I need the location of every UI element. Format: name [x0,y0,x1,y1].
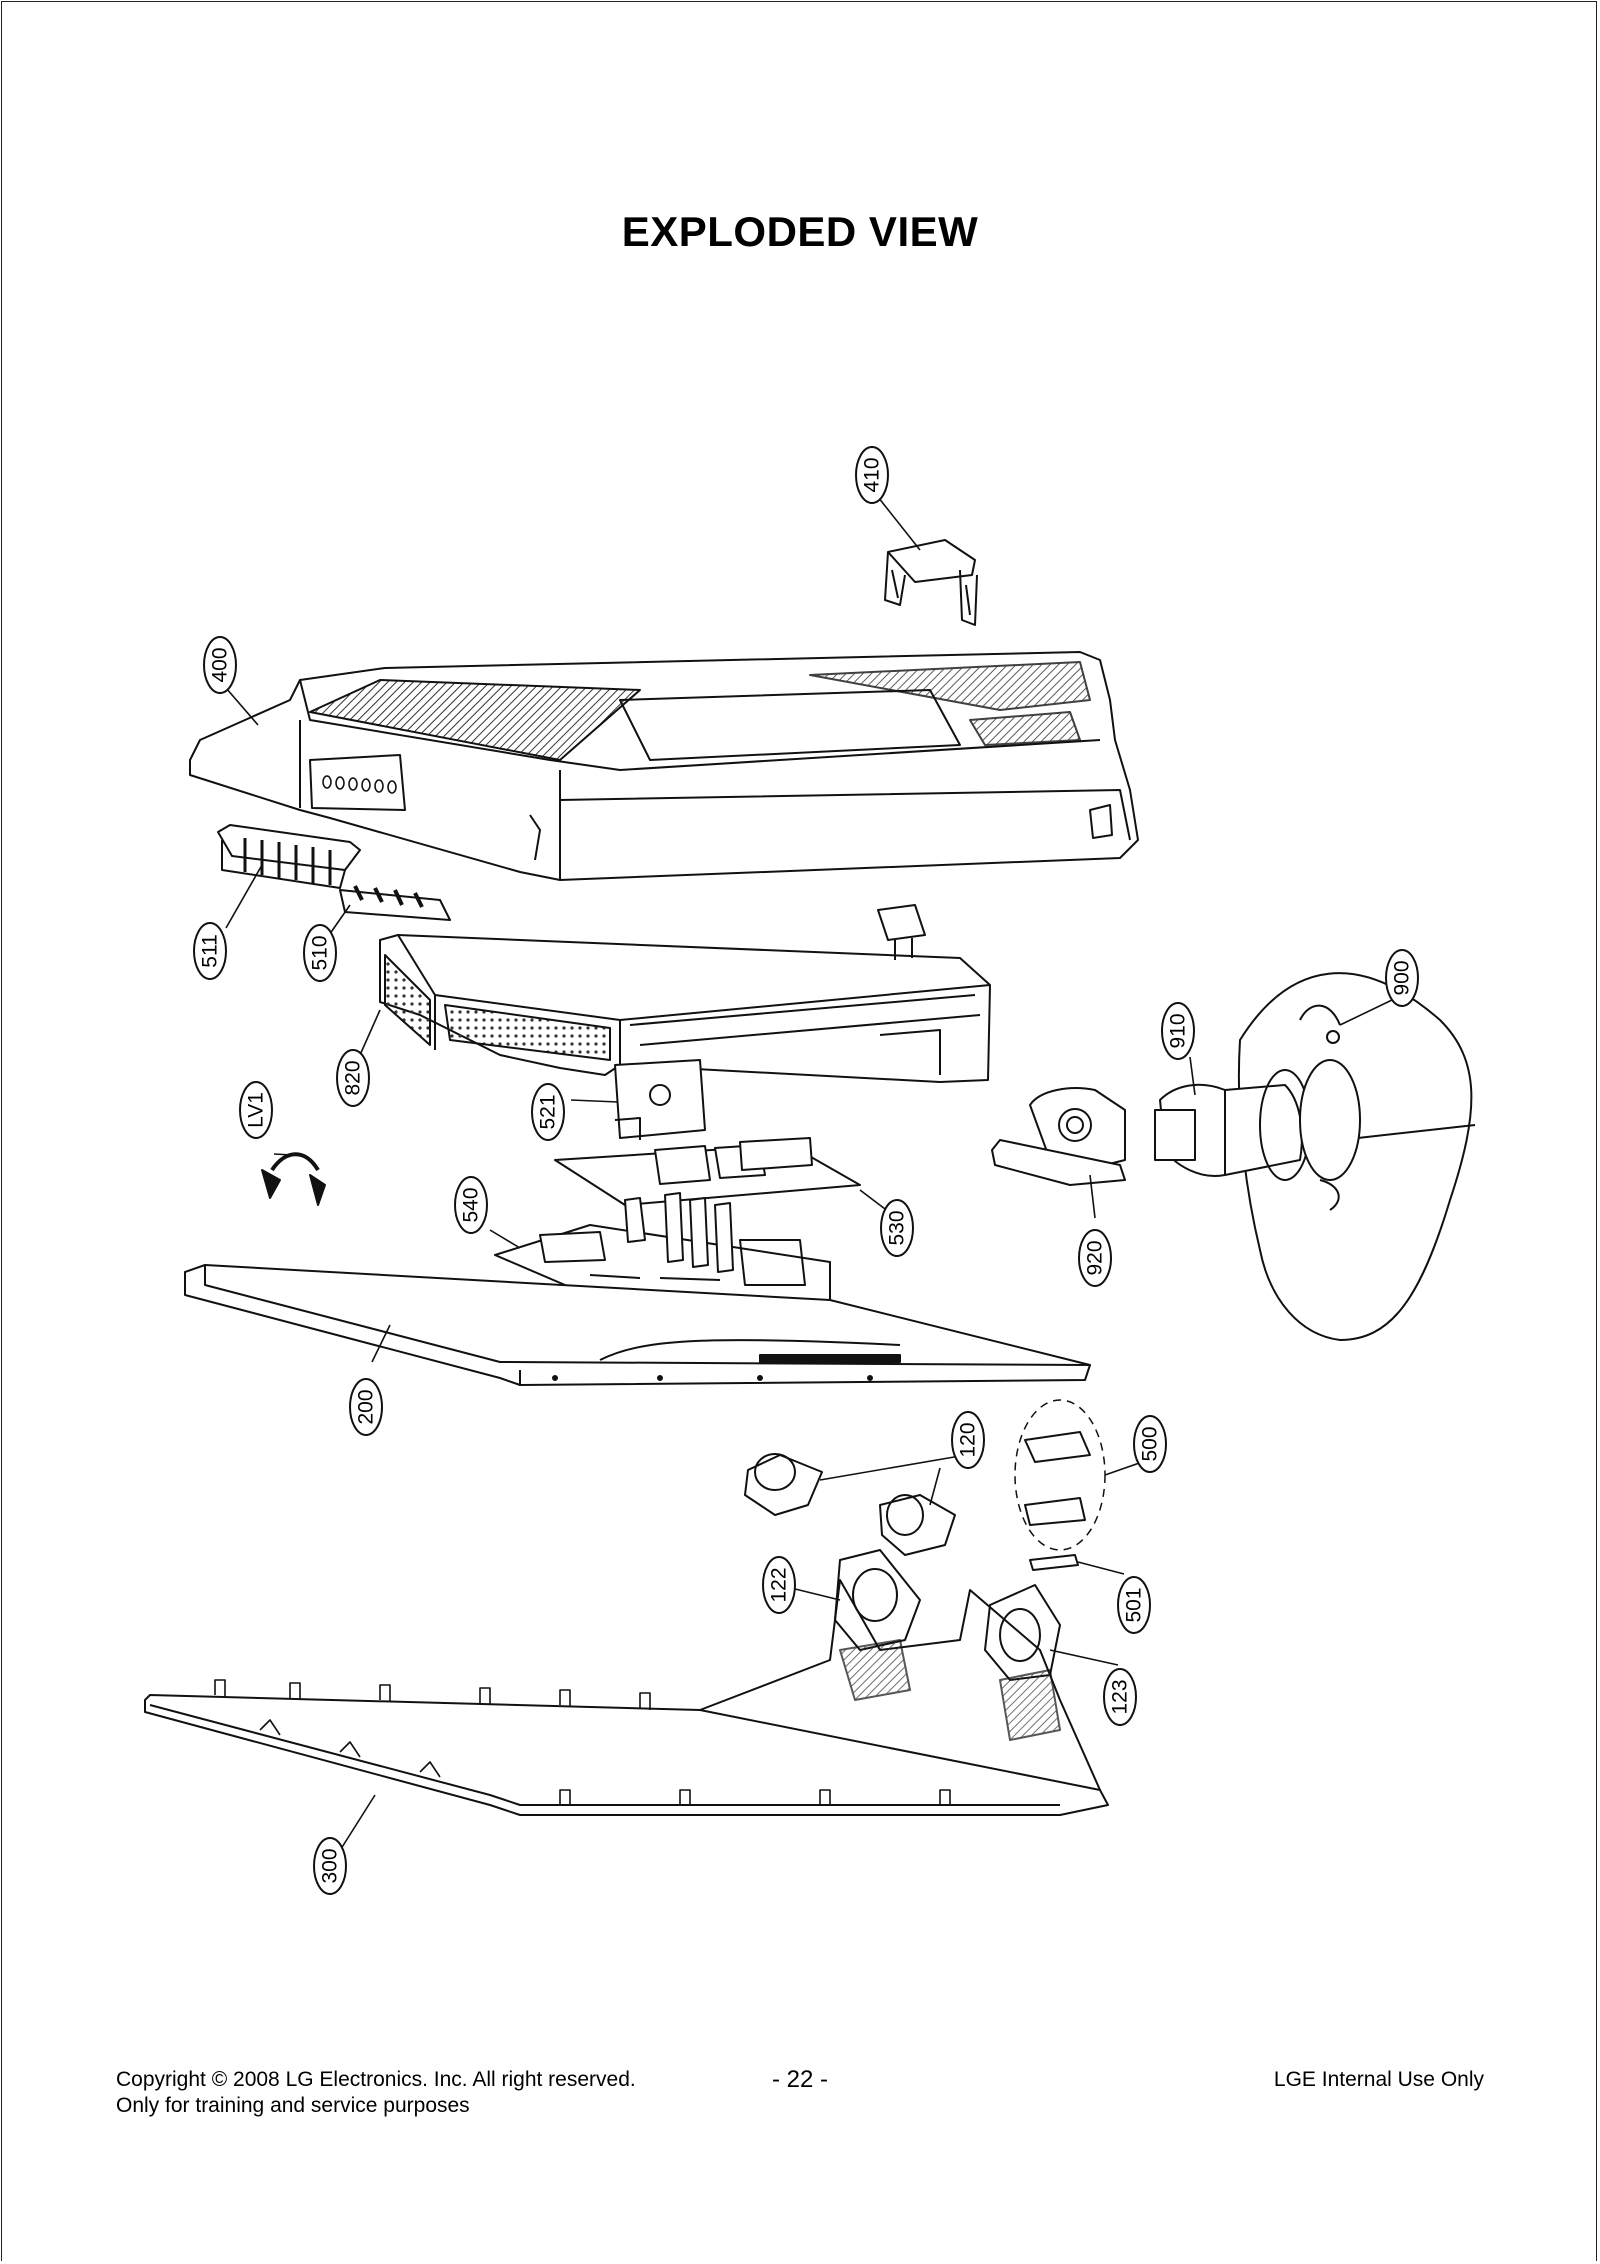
callout-530: 530 [880,1199,914,1257]
part-120-speaker [744,1453,956,1556]
callout-500: 500 [1133,1415,1167,1473]
callout-910-text: 910 [1167,1013,1190,1048]
callout-lv1: LV1 [239,1081,273,1139]
callout-510: 510 [303,924,337,982]
part-122-speaker-bracket [834,1549,921,1651]
callout-200: 200 [349,1378,383,1436]
callout-521-text: 521 [537,1094,560,1129]
callout-123: 123 [1103,1668,1137,1726]
callout-410-text: 410 [861,457,884,492]
leader-lines [225,496,1393,1853]
callout-510-text: 510 [309,935,332,970]
part-200-front-frame [184,1264,1091,1386]
callout-511-text: 511 [199,934,222,967]
part-410-clip [884,539,978,626]
callout-lv1-text: LV1 [245,1092,268,1128]
part-510-board [339,885,451,921]
footer-page-number: - 22 - [771,2066,828,2093]
callout-920-text: 920 [1084,1240,1107,1275]
callout-900: 900 [1385,949,1419,1007]
callout-910: 910 [1161,1002,1195,1060]
callout-300-text: 300 [319,1848,342,1883]
callout-500-text: 500 [1139,1426,1162,1461]
callout-900-text: 900 [1391,960,1414,995]
footer-copyright: Copyright © 2008 LG Electronics. Inc. Al… [116,2068,636,2091]
part-820-shield-case [379,934,991,1083]
callout-820-text: 820 [342,1060,365,1095]
callout-120: 120 [951,1411,985,1469]
part-521-bracket [614,1059,706,1140]
part-511-connector [217,824,361,889]
callout-920: 920 [1078,1229,1112,1287]
callout-501-text: 501 [1123,1587,1146,1622]
callout-122: 122 [762,1556,796,1614]
part-300-front-cover [144,1579,1109,1816]
part-540-main-board [494,1192,831,1301]
part-501-board [1029,1554,1079,1571]
callout-200-text: 200 [355,1389,378,1424]
callouts: 410 400 511 510 820 900 910 LV1 [193,446,1419,1895]
part-920-hinge [991,1087,1126,1186]
callout-123-text: 123 [1109,1679,1132,1714]
footer-left: Copyright © 2008 LG Electronics. Inc. Al… [116,2067,636,2119]
callout-120-text: 120 [957,1422,980,1457]
part-530-power-board [554,1137,861,1206]
footer-purpose: Only for training and service purposes [116,2094,470,2117]
callout-300: 300 [313,1837,347,1895]
part-lv1-cable [261,1152,326,1206]
callout-820: 820 [336,1049,370,1107]
callout-410: 410 [855,446,889,504]
callout-400-text: 400 [209,647,232,682]
callout-521: 521 [531,1083,565,1141]
part-123-speaker-bracket [984,1584,1061,1681]
callout-540: 540 [454,1176,488,1234]
callout-530-text: 530 [886,1210,909,1245]
callout-511: 511 [193,922,227,980]
footer-internal-use: LGE Internal Use Only [1273,2068,1484,2091]
part-connector-small [877,904,926,960]
callout-400: 400 [203,636,237,694]
part-500-control-board [1014,1399,1106,1551]
part-400-back-cover [189,651,1139,881]
callout-501: 501 [1117,1576,1151,1634]
callout-122-text: 122 [768,1567,791,1602]
page-title: EXPLODED VIEW [621,208,979,255]
callout-540-text: 540 [460,1187,483,1222]
